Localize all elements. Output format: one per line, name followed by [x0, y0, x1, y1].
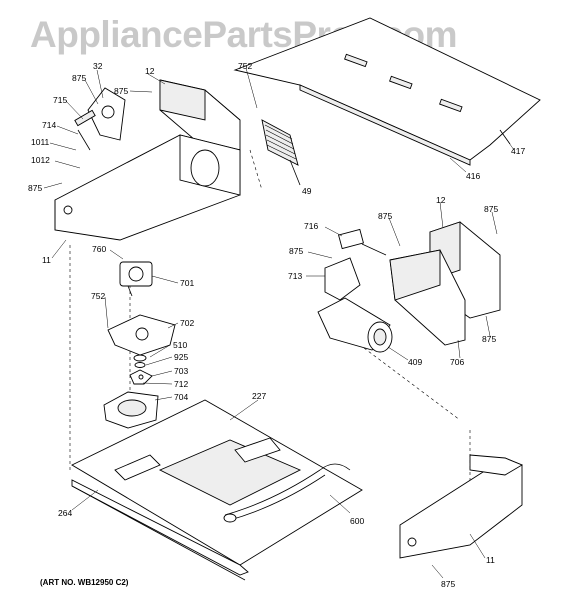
convection-motor — [119, 261, 153, 297]
callout-32: 32 — [93, 61, 103, 71]
callout-11: 11 — [42, 255, 51, 265]
callout-712: 712 — [174, 379, 189, 389]
callout-875: 875 — [441, 579, 456, 589]
art-number: (ART NO. WB12950 C2) — [40, 578, 129, 587]
callout-49: 49 — [302, 186, 312, 196]
callout-702: 702 — [180, 318, 195, 328]
callout-227: 227 — [252, 391, 267, 401]
duct-housing — [389, 249, 466, 346]
callout-925: 925 — [174, 352, 189, 362]
callout-715: 715 — [53, 95, 68, 105]
callout-706: 706 — [450, 357, 465, 367]
duct-left — [159, 79, 241, 151]
side-panel-left — [54, 134, 241, 241]
callout-714: 714 — [42, 120, 57, 130]
side-panel-right — [399, 454, 524, 559]
callout-1012: 1012 — [31, 155, 50, 165]
motor-bracket — [107, 314, 176, 356]
callout-1011: 1011 — [31, 137, 50, 147]
callout-716: 716 — [304, 221, 319, 231]
oven-top-plate — [71, 399, 363, 566]
callout-510: 510 — [173, 340, 188, 350]
thermostat — [338, 228, 387, 256]
callout-704: 704 — [174, 392, 189, 402]
callout-600: 600 — [350, 516, 365, 526]
callout-760: 760 — [92, 244, 107, 254]
callout-713: 713 — [288, 271, 303, 281]
washers — [133, 354, 147, 368]
callout-875: 875 — [482, 334, 497, 344]
callout-875: 875 — [114, 86, 129, 96]
callout-416: 416 — [466, 171, 481, 181]
callout-752: 752 — [238, 61, 253, 71]
callout-875: 875 — [378, 211, 393, 221]
callout-875: 875 — [484, 204, 499, 214]
callout-875: 875 — [28, 183, 43, 193]
callout-703: 703 — [174, 366, 189, 376]
vent-grille — [261, 119, 301, 186]
top-cover-panel — [233, 17, 541, 166]
cooling-blower — [317, 297, 393, 353]
damper-assembly — [74, 87, 126, 151]
leader-lines — [43, 67, 515, 579]
callout-11: 11 — [486, 555, 495, 565]
callout-12: 12 — [145, 66, 155, 76]
front-trim — [71, 479, 249, 581]
callout-875: 875 — [72, 73, 87, 83]
callout-752: 752 — [91, 291, 106, 301]
fan-baffle — [103, 391, 159, 429]
callout-701: 701 — [180, 278, 195, 288]
callout-875: 875 — [289, 246, 304, 256]
fan-blade — [129, 369, 153, 385]
blower-bracket — [324, 257, 361, 301]
callout-417: 417 — [511, 146, 526, 156]
heating-element — [223, 463, 351, 523]
callout-12: 12 — [436, 195, 446, 205]
callout-264: 264 — [58, 508, 73, 518]
callout-409: 409 — [408, 357, 423, 367]
